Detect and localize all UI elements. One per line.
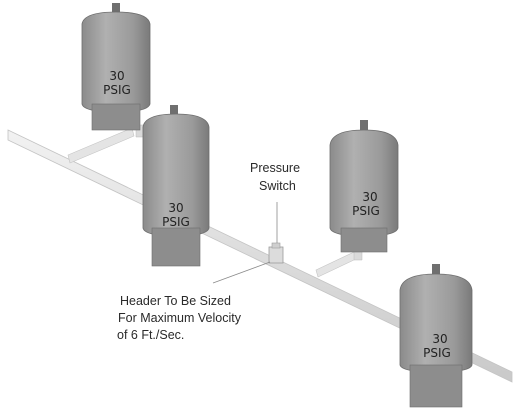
tank-2-unit: PSIG (162, 215, 190, 229)
tank-2-pressure: 30 (168, 201, 183, 215)
tank-4-unit: PSIG (423, 346, 451, 360)
expansion-tank-3: 30 PSIG (329, 120, 399, 253)
header-note-line1: Header To Be Sized (120, 294, 231, 308)
header-note-line3: of 6 Ft./Sec. (117, 328, 184, 342)
expansion-tank-1: 30 PSIG (81, 3, 151, 131)
expansion-tank-4: 30 PSIG (399, 264, 473, 408)
header-note-line2: For Maximum Velocity (118, 311, 242, 325)
tank-1-unit: PSIG (103, 83, 131, 97)
tank-1-pressure: 30 (109, 69, 124, 83)
expansion-tank-2: 30 PSIG (142, 105, 210, 267)
header-pipe (7, 129, 513, 383)
pressure-switch-label-line2: Switch (259, 179, 296, 193)
header-note-leader (212, 261, 271, 284)
pressure-switch-label-line1: Pressure (250, 161, 300, 175)
tank-4-pressure: 30 (432, 332, 447, 346)
tank-3-unit: PSIG (352, 204, 380, 218)
pressure-switch-fitting (268, 202, 284, 264)
tank-3-pressure: 30 (362, 190, 377, 204)
